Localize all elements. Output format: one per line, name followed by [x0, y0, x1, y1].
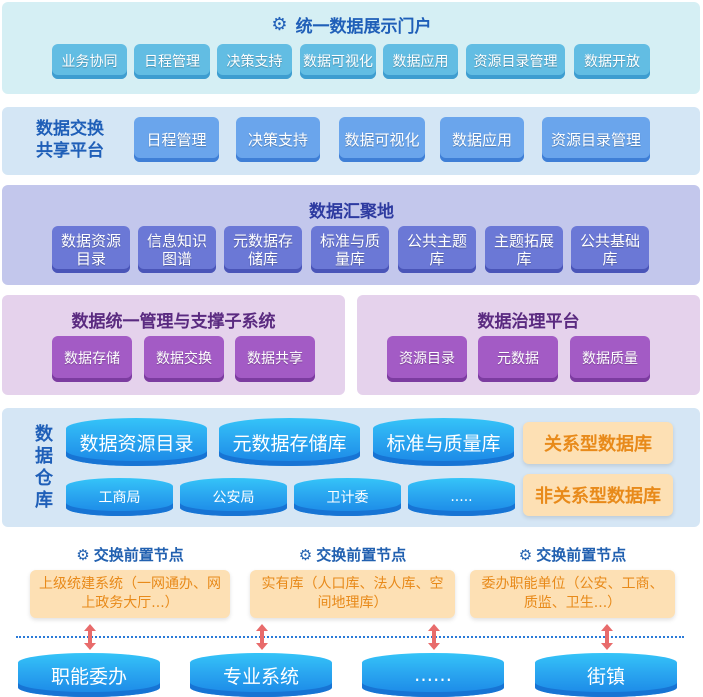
node-title-text: 交换前置节点 [93, 546, 184, 564]
exchange-item-button[interactable]: 数据应用 [440, 117, 524, 162]
aggregation-item-button[interactable]: 标准与质量库 [311, 226, 389, 273]
portal-item-button[interactable]: 数据开放 [574, 44, 650, 79]
exchange-node-title: ⚙交换前置节点 [470, 544, 675, 565]
management-title: 数据统一管理与支撑子系统 [71, 312, 276, 332]
nonrelational-db: 非关系型数据库 [523, 474, 673, 516]
warehouse-title: 数据仓库 [35, 424, 53, 511]
warehouse-dept-cylinder: 工商局 [66, 478, 173, 516]
portal-title: ⚙统一数据展示门户 [271, 14, 432, 37]
portal-item-button[interactable]: 日程管理 [134, 44, 210, 79]
management-item-button[interactable]: 数据存储 [52, 336, 132, 382]
portal-item-button[interactable]: 数据应用 [383, 44, 458, 79]
exchange-node-box: 上级统建系统（一网通办、网上政务大厅...） [30, 570, 230, 618]
node-title-text: 交换前置节点 [536, 546, 627, 564]
source-system-cylinder: 专业系统 [190, 653, 332, 697]
bidirectional-arrow-icon [428, 624, 440, 650]
management-item-button[interactable]: 数据交换 [144, 336, 224, 382]
gear-icon: ⚙ [271, 14, 288, 35]
warehouse-dept-cylinder: 公安局 [180, 478, 287, 516]
node-title-text: 交换前置节点 [316, 546, 407, 564]
bidirectional-arrow-icon [601, 624, 613, 650]
aggregation-item-button[interactable]: 公共基础库 [571, 226, 649, 273]
node-icon: ⚙ [518, 545, 533, 564]
governance-item-button[interactable]: 元数据 [478, 336, 558, 382]
exchange-item-button[interactable]: 决策支持 [236, 117, 320, 162]
exchange-item-button[interactable]: 日程管理 [134, 117, 219, 162]
node-icon: ⚙ [298, 545, 313, 564]
exchange-node-title: ⚙交换前置节点 [250, 544, 455, 565]
portal-item-button[interactable]: 业务协同 [52, 44, 127, 79]
governance-title: 数据治理平台 [477, 312, 580, 332]
node-icon: ⚙ [76, 545, 90, 564]
exchange-node-box: 实有库（人口库、法人库、空间地理库） [250, 570, 455, 618]
aggregation-item-button[interactable]: 信息知识图谱 [138, 226, 216, 273]
aggregation-item-button[interactable]: 主题拓展库 [485, 226, 563, 273]
aggregation-title: 数据汇聚地 [309, 202, 394, 222]
warehouse-db-cylinder: 标准与质量库 [373, 418, 514, 466]
exchange-item-button[interactable]: 资源目录管理 [542, 117, 650, 162]
management-item-button[interactable]: 数据共享 [235, 336, 315, 382]
exchange-node-box: 委办职能单位（公安、工商、质监、卫生...） [470, 570, 675, 618]
bidirectional-arrow-icon [84, 624, 96, 650]
warehouse-db-cylinder: 数据资源目录 [66, 418, 207, 466]
warehouse-dept-cylinder: 卫计委 [294, 478, 401, 516]
portal-item-button[interactable]: 资源目录管理 [466, 44, 565, 79]
warehouse-dept-cylinder: ..... [408, 478, 515, 516]
relational-db: 关系型数据库 [523, 422, 673, 464]
governance-item-button[interactable]: 数据质量 [570, 336, 650, 382]
portal-item-button[interactable]: 决策支持 [217, 44, 292, 79]
source-system-cylinder: 街镇 [535, 653, 677, 697]
source-system-cylinder: …… [362, 653, 504, 697]
exchange-title: 数据交换共享平台 [36, 119, 104, 161]
portal-item-button[interactable]: 数据可视化 [300, 44, 376, 79]
exchange-item-button[interactable]: 数据可视化 [339, 117, 425, 162]
source-system-cylinder: 职能委办 [18, 653, 160, 697]
bidirectional-arrow-icon [256, 624, 268, 650]
exchange-node-title: ⚙交换前置节点 [30, 544, 230, 565]
aggregation-item-button[interactable]: 元数据存储库 [224, 226, 302, 273]
aggregation-item-button[interactable]: 数据资源目录 [52, 226, 130, 273]
warehouse-db-cylinder: 元数据存储库 [219, 418, 360, 466]
network-line [16, 636, 684, 638]
governance-item-button[interactable]: 资源目录 [387, 336, 467, 382]
aggregation-item-button[interactable]: 公共主题库 [398, 226, 476, 273]
